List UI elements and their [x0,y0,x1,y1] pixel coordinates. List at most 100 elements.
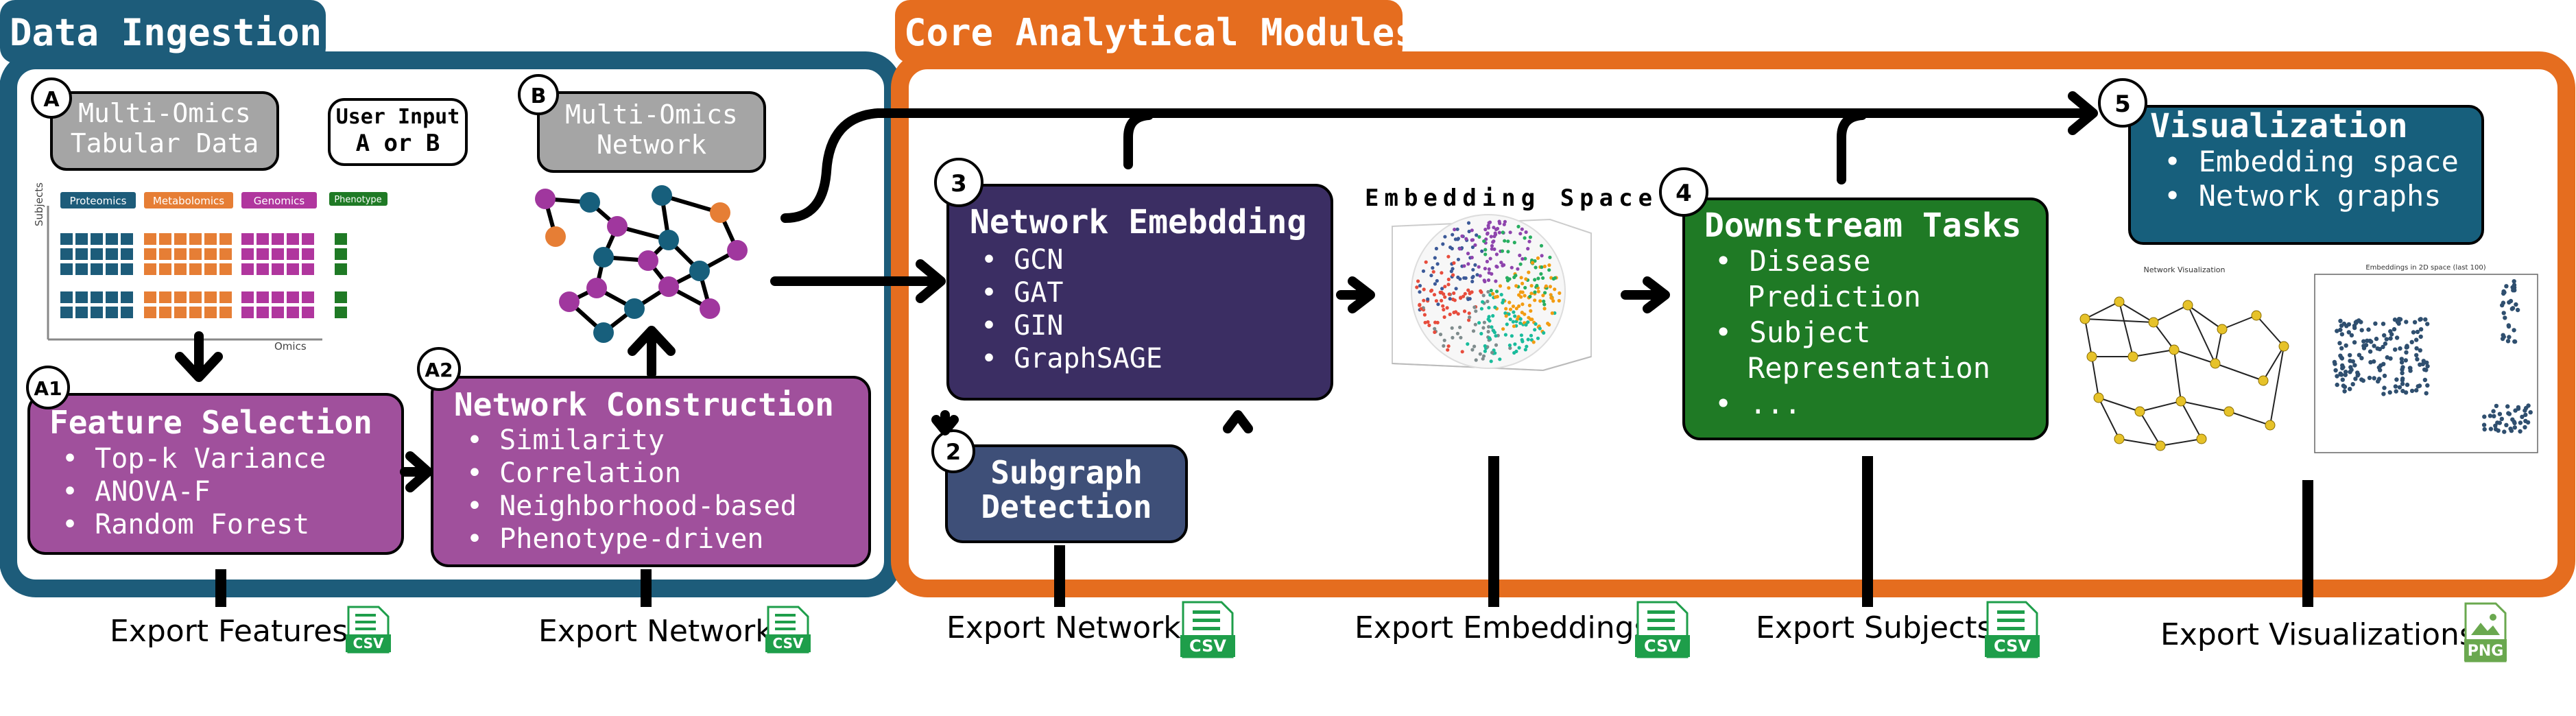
matrix-cell [75,291,88,303]
thumb-point [2397,385,2402,390]
thumb-edge [2228,411,2271,426]
embedding-point [1551,299,1555,303]
embedding-point [1466,288,1470,292]
matrix-cell [174,248,187,260]
thumb-node [2175,396,2186,407]
export-network-subgraph[interactable]: Export Network CSV [946,601,1235,658]
matrix-cell [302,291,314,303]
embedding-point [1460,234,1464,238]
matrix-cell [91,233,103,245]
embedding-point [1511,305,1516,309]
thumb-point [2348,353,2352,358]
embedding-point [1550,311,1554,315]
thumb-point [2332,359,2337,365]
embedding-point [1483,252,1488,256]
embedding-point [1470,245,1475,250]
embedding-point [1450,246,1454,251]
badge-a [31,77,72,119]
thumb-edge [2084,318,2154,323]
embedding-point [1475,233,1479,237]
embedding-point [1474,309,1478,313]
embedding-point [1435,262,1440,266]
thumb-point [2425,322,2430,326]
matrix-cell [272,248,284,260]
embedding-point [1494,334,1498,338]
node-4-downstream-tasks: Downstream Tasks • Disease Prediction • … [1659,167,2049,440]
matrix-cell [159,291,171,303]
embedding-point [1481,300,1485,304]
thumb-point [2404,350,2409,355]
embedding-point [1527,239,1531,243]
embedding-point [1513,342,1517,346]
embedding-point [1529,284,1534,288]
export-network-a2[interactable]: Export Network CSV [538,606,811,654]
embedding-space-title: Embedding Space [1365,184,1658,212]
omics-matrix-illustration: Subjects Omics Proteomics Metabolomics G… [33,182,387,353]
thumb-node [2265,420,2276,431]
embedding-point [1526,337,1530,342]
thumb-edge [2119,301,2154,323]
thumb-point [2394,389,2398,394]
embedding-point [1462,276,1466,280]
thumb-point [2368,349,2373,354]
thumb-point [2355,370,2360,375]
export-features[interactable]: Export Features CSV [110,606,391,654]
thumb-point [2525,420,2531,425]
thumb2-title: Embeddings in 2D space (last 100) [2365,264,2485,272]
n3-bullet-3: • GIN [981,310,1063,342]
thumb-point [2405,382,2410,387]
embedding-point [1535,283,1539,288]
export-embeddings[interactable]: Export Embeddings CSV [1355,601,1690,658]
embedding-point [1467,318,1471,322]
embedding-point [1435,278,1439,283]
thumb-point [2388,356,2393,361]
thumb-point [2344,343,2348,348]
embedding-point [1531,340,1536,344]
thumb-point [2509,428,2514,433]
export-visualizations[interactable]: Export Visualizations PNG [2160,602,2507,663]
embedding-point [1433,330,1437,334]
n2-line1: Subgraph [990,454,1143,491]
thumb-point [2382,373,2387,379]
embedding-point [1491,291,1495,296]
embedding-point [1456,312,1460,316]
embedding-point [1433,326,1437,331]
thumb-edge [2098,397,2120,440]
core-modules-section: Core Analytical Modules [891,0,2575,597]
thumb-point [2383,341,2388,346]
embedding-point [1553,287,1557,291]
thumb-point [2512,339,2517,344]
core-title: Core Analytical Modules [904,11,1417,54]
embedding-point [1474,358,1478,362]
matrix-cell [272,307,284,318]
matrix-cell [219,248,232,260]
embedding-point [1540,254,1544,258]
thumb-edge [2160,438,2202,446]
embedding-point [1539,272,1543,276]
embedding-point [1462,309,1467,313]
thumb-point [2414,337,2419,342]
embedding-point [1442,344,1446,348]
export-embeddings-label: Export Embeddings [1355,610,1650,645]
embedding-2d-thumbnail: Embeddings in 2D space (last 100) [2314,264,2538,453]
embedding-point [1523,294,1527,298]
thumb-node [2148,317,2159,328]
thumb-node [2210,358,2221,369]
thumb-point [2491,409,2496,414]
thumb-point [2377,346,2382,352]
embedding-point [1526,247,1530,251]
embedding-point [1542,307,1547,311]
embedding-point [1520,227,1524,231]
export-subjects[interactable]: Export Subjects CSV [1756,601,2040,658]
thumb-point [2367,375,2372,381]
embedding-point [1470,255,1474,260]
thumb-edge [2256,315,2285,347]
embedding-point [1503,333,1507,337]
embedding-point [1557,298,1561,303]
thumb-edge [2084,318,2092,357]
embedding-point [1438,290,1442,294]
embedding-point [1514,274,1518,278]
node-3-network-embedding: Network Emebdding • GCN • GAT • GIN • Gr… [934,158,1333,401]
network-node [607,216,628,237]
thumb-point [2400,381,2405,386]
